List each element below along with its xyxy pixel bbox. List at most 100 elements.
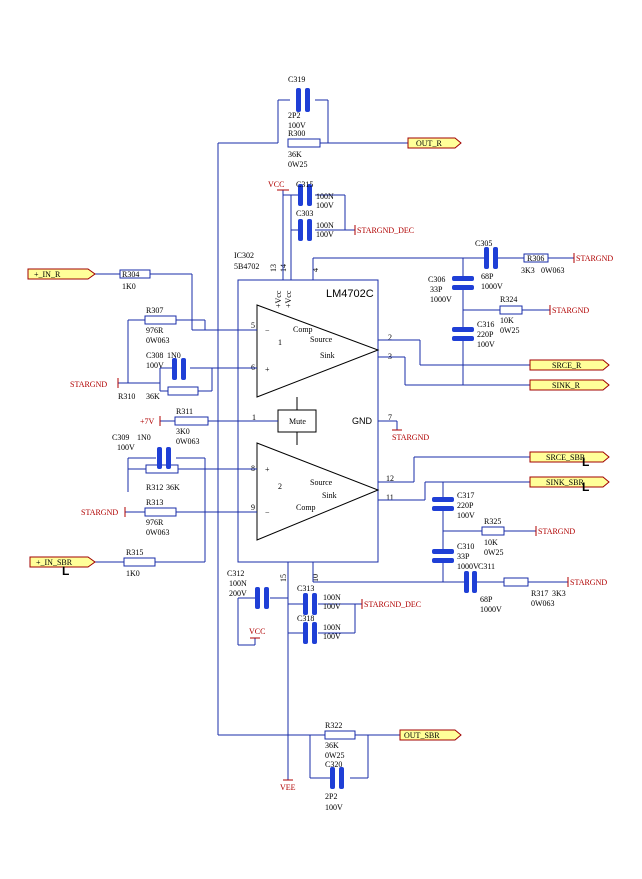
amp2-sink: Sink	[322, 491, 337, 500]
power-symbols: VCC STARGND_DEC STARGND STARGND STARGND …	[70, 180, 613, 792]
port-in-sbr	[29, 556, 96, 568]
c309-plate-a	[157, 447, 162, 469]
c312-v1: 100N	[229, 579, 247, 588]
p7v-label: +7V	[140, 417, 155, 426]
c315-v1: 100N	[316, 192, 334, 201]
r306-body	[523, 253, 549, 263]
c311-v2: 1000V	[480, 605, 502, 614]
c317-plate-a	[432, 497, 454, 502]
c319-plate-b	[305, 88, 310, 112]
c309-v1: 1N0	[137, 433, 151, 442]
r317-ref: R317	[531, 589, 548, 598]
c309-ref: C309	[112, 433, 129, 442]
amp2-comp: Comp	[296, 503, 316, 512]
ports: +_IN_R +_IN_SBR L OUT_R OUT_SBR SRCE_R S…	[27, 137, 610, 741]
pin-9: 9	[251, 503, 255, 512]
c318-v1: 100N	[323, 623, 341, 632]
c315-plate-a	[298, 184, 303, 206]
ic-code: 5B4702	[234, 262, 259, 271]
mark-l-in-sbr: L	[62, 564, 69, 578]
c316-plate-a	[452, 327, 474, 332]
r315-v1: 1K0	[126, 569, 140, 578]
c317-v2: 100V	[457, 511, 475, 520]
c311-plate-b	[472, 571, 477, 593]
port-sink-r	[529, 379, 610, 391]
r307-v2: 0W063	[146, 336, 170, 345]
c313-plate-b	[312, 593, 317, 615]
amp2-number: 2	[278, 482, 282, 491]
c305-v1: 68P	[481, 272, 494, 281]
r315-body	[123, 557, 156, 567]
c306-v1: 33P	[430, 285, 443, 294]
r311-body	[174, 416, 209, 426]
r325-ref: R325	[484, 517, 501, 526]
amp2-source: Source	[310, 478, 333, 487]
port-out-sbr	[399, 729, 462, 741]
port-srce-r	[529, 359, 610, 371]
c306-v2: 1000V	[430, 295, 452, 304]
r324-v2: 0W25	[500, 326, 520, 335]
c315-ref: C315	[296, 180, 313, 189]
mute-label: Mute	[289, 417, 306, 426]
pin-numbers: 5 6 1 8 9 2 3 7 12 11 13 14 4 10 15	[251, 264, 394, 582]
pin-10: 10	[311, 574, 320, 582]
r300-v1: 36K	[288, 150, 302, 159]
c311-v1: 68P	[480, 595, 493, 604]
part-labels: C319 2P2 100V R300 36K 0W25 C315 100N 10…	[112, 75, 566, 812]
c312-v2: 200V	[229, 589, 247, 598]
r322-ref: R322	[325, 721, 342, 730]
port-out-sbr-label: OUT_SBR	[404, 731, 440, 740]
port-out-r	[407, 137, 462, 149]
r322-body	[324, 730, 356, 740]
r306-v1: 3K3	[521, 266, 535, 275]
r317-v2: 0W063	[531, 599, 555, 608]
r307-ref: R307	[146, 306, 163, 315]
c320-v1: 2P2	[325, 792, 337, 801]
port-sink-sbr-label: SINK_SBR	[546, 478, 584, 487]
c306-ref: C306	[428, 275, 445, 284]
r306-v2: 0W063	[541, 266, 565, 275]
r310-ref: R310	[118, 392, 135, 401]
pin-1: 1	[252, 413, 256, 422]
r312-ref: R312	[146, 483, 163, 492]
amp2-minus: −	[265, 508, 270, 517]
r313-ref: R313	[146, 498, 163, 507]
c316-v2: 100V	[477, 340, 495, 349]
stargnd-r325: STARGND	[538, 527, 575, 536]
pin-4: 4	[311, 268, 320, 272]
stargnd-dec-top: STARGND_DEC	[357, 226, 414, 235]
amp1-source: Source	[310, 335, 333, 344]
pin-5: 5	[251, 321, 255, 330]
c303-plate-b	[307, 219, 312, 241]
mark-l-sink-sbr: L	[582, 480, 589, 494]
mark-l-srce-sbr: L	[582, 455, 589, 469]
c306-plate-a	[452, 276, 474, 281]
ic-refdes: IC302	[234, 251, 254, 260]
r324-ref: R324	[500, 295, 517, 304]
c319-plate-a	[296, 88, 301, 112]
r300-ref: R300	[288, 129, 305, 138]
c316-plate-b	[452, 336, 474, 341]
r310-body	[167, 386, 199, 396]
r315-ref: R315	[126, 548, 143, 557]
c315-v2: 100V	[316, 201, 334, 210]
r310-v1: 36K	[146, 392, 160, 401]
c308-v2: 100V	[146, 361, 164, 370]
port-in-sbr-label: +_IN_SBR	[36, 558, 73, 567]
r311-v1: 3K0	[176, 427, 190, 436]
c312-ref: C312	[227, 569, 244, 578]
c319-v2: 100V	[288, 121, 306, 130]
stargnd-dec-bottom: STARGND_DEC	[364, 600, 421, 609]
c310-plate-b	[432, 558, 454, 563]
c317-plate-b	[432, 506, 454, 511]
c305-plate-b	[493, 247, 498, 269]
vcc-top-label: VCC	[268, 180, 284, 189]
port-in-r	[27, 268, 96, 280]
port-srce-r-label: SRCE_R	[552, 361, 582, 370]
c313-v1: 100N	[323, 593, 341, 602]
port-srce-sbr	[529, 451, 610, 463]
r324-body	[499, 305, 523, 315]
stargnd-pin7: STARGND	[392, 433, 429, 442]
r325-v1: 10K	[484, 538, 498, 547]
r304-ref: R304	[122, 270, 139, 279]
